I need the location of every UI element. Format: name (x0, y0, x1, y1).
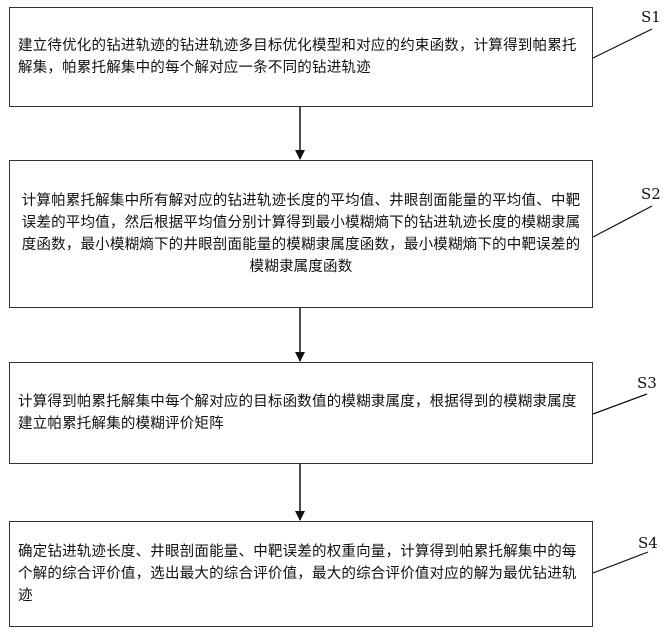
leader-line-s1 (593, 29, 652, 58)
leader-line-s4 (593, 552, 648, 573)
leader-line-s2 (593, 206, 652, 237)
leader-line-s3 (593, 394, 647, 414)
